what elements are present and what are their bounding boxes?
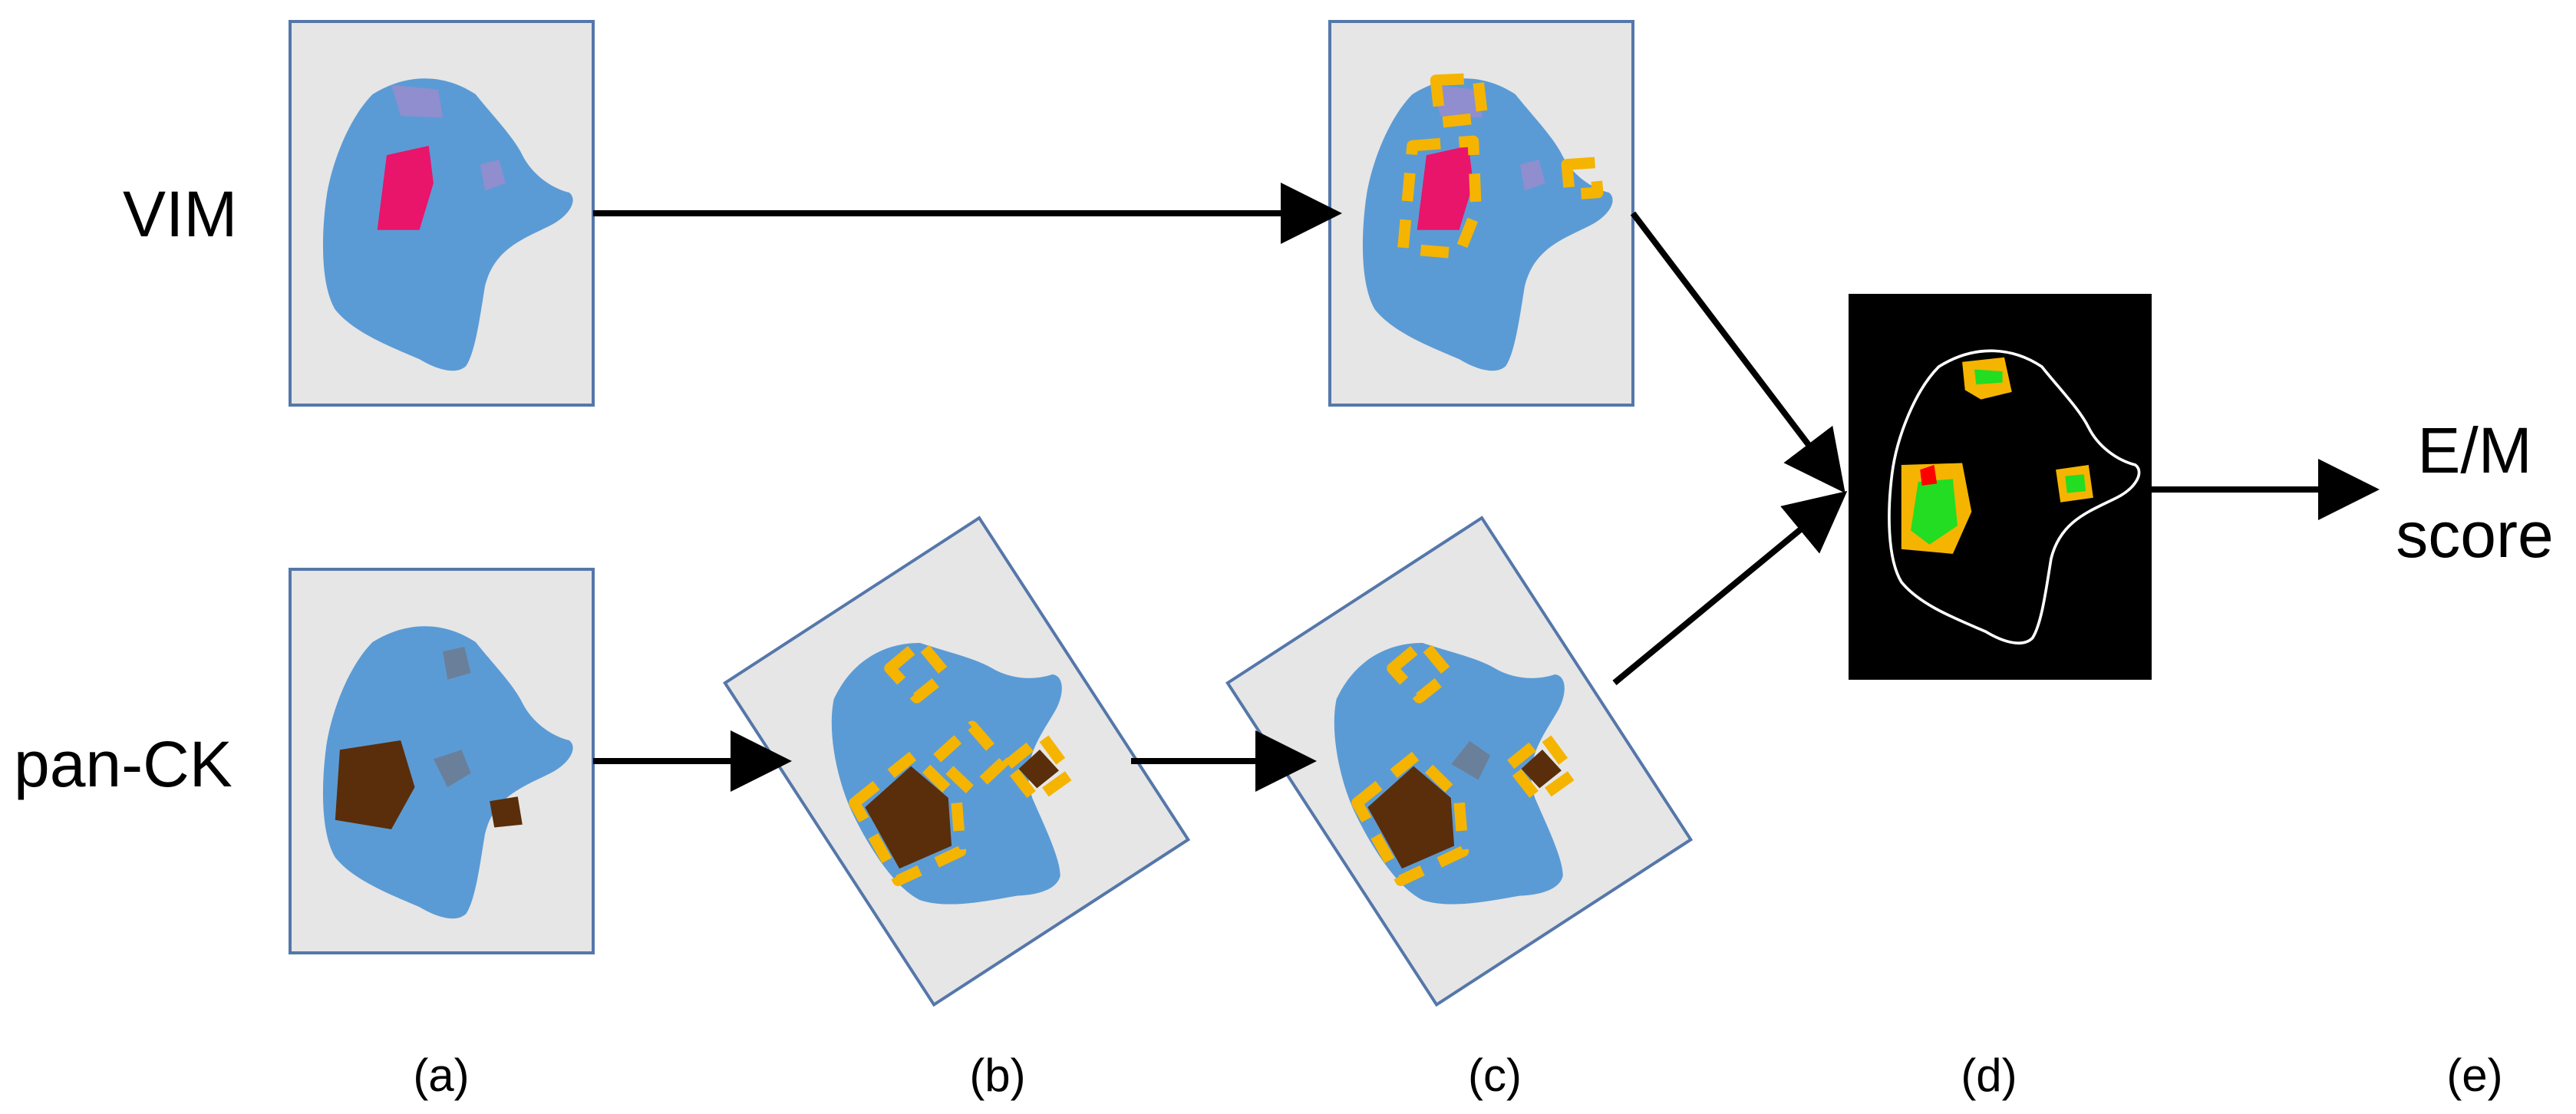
- arrow-c-vim-to-d: [1630, 211, 1845, 493]
- score-region-green: [2065, 474, 2086, 493]
- output-label-line2: score: [2396, 499, 2553, 571]
- panck-faint-region: [443, 647, 471, 680]
- roi-outline: [849, 750, 967, 887]
- arrow-c-panck-to-d: [1612, 490, 1848, 686]
- roi-outline: [1505, 730, 1579, 806]
- panck-positive-region: [335, 740, 415, 829]
- vim-faint-region: [1431, 84, 1483, 118]
- panel-b-panck-registered: [723, 516, 1191, 1007]
- panck-faint-region: [433, 750, 471, 787]
- vim-faint-region: [391, 84, 444, 118]
- panel-a-panck: [289, 568, 595, 954]
- panck-positive-region: [490, 796, 523, 828]
- step-label-e: (e): [2446, 1050, 2502, 1101]
- panck-positive-region: [1521, 749, 1562, 789]
- panel-c-panck-rois: [1225, 516, 1694, 1007]
- row-label-panck: pan-CK: [14, 728, 233, 800]
- panck-positive-region: [1018, 749, 1059, 789]
- score-region-red: [1920, 465, 1938, 486]
- roi-outline: [1002, 730, 1077, 806]
- roi-outline: [931, 720, 1009, 797]
- roi-outline: [1387, 637, 1455, 704]
- panel-d-score-map: [1849, 294, 2152, 680]
- step-label-a: (a): [413, 1050, 469, 1101]
- vim-positive-region: [1417, 146, 1473, 230]
- row-label-vim: VIM: [123, 178, 237, 250]
- roi-outline: [1561, 157, 1604, 200]
- vim-faint-region: [1519, 160, 1545, 191]
- step-label-b: (b): [969, 1050, 1025, 1101]
- output-label-line1: E/M: [2417, 414, 2531, 486]
- score-region-green: [1974, 369, 2003, 385]
- step-label-c: (c): [1468, 1050, 1522, 1101]
- roi-outline: [1397, 135, 1482, 259]
- panel-c-vim-rois: [1328, 20, 1634, 407]
- vim-faint-region: [480, 160, 506, 191]
- panck-faint-region: [1451, 740, 1491, 780]
- panck-positive-region: [865, 766, 952, 869]
- panel-a-vim: [289, 20, 595, 407]
- roi-outline: [1351, 750, 1469, 887]
- panck-positive-region: [1367, 766, 1455, 869]
- score-region-green: [1911, 479, 1958, 545]
- step-label-d: (d): [1961, 1050, 2017, 1101]
- vim-positive-region: [377, 146, 434, 230]
- roi-outline: [884, 637, 952, 704]
